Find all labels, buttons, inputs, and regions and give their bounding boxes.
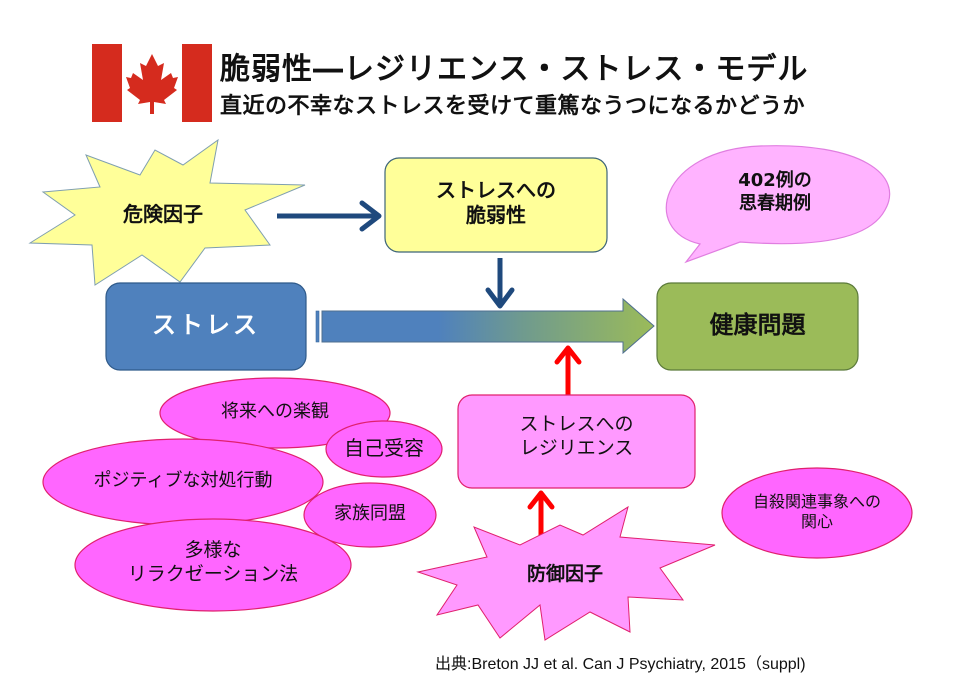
relaxation-line-1: 多様な [184, 539, 242, 561]
suicide-interest-label: 自殺関連事象への 関心 [722, 492, 912, 532]
sample-line-2: 思春期例 [739, 192, 811, 214]
canada-flag-icon [92, 44, 212, 122]
vulnerability-box [384, 157, 608, 253]
citation: 出典:Breton JJ et al. Can J Psychiatry, 20… [435, 656, 806, 673]
vulnerability-line-2: 脆弱性 [466, 203, 526, 227]
protective-item-optimism: 将来への楽観 [221, 401, 329, 422]
suicide-interest-ellipse [721, 467, 913, 559]
self-acceptance-ellipse [325, 420, 443, 478]
health-problem-label: 健康問題 [709, 311, 806, 339]
protective-factor-burst [416, 505, 716, 641]
risk-to-vulnerability-arrow [277, 200, 382, 232]
protective-factor-label: 防御因子 [526, 563, 603, 585]
protective-item-coping: ポジティブな対処行動 [93, 470, 273, 491]
stress-box [105, 282, 307, 371]
suicide-interest-line-1: 自殺関連事象への [752, 492, 881, 511]
main-flow-arrow [315, 297, 655, 355]
family-alliance-ellipse [303, 482, 437, 548]
page-title: 脆弱性―レジリエンス・ストレス・モデル [220, 52, 809, 87]
relaxation-ellipse [74, 518, 352, 612]
stress-label: ストレス [152, 311, 260, 339]
protective-up-arrow [527, 490, 555, 540]
protective-item-relaxation: 多様な リラクゼーション法 [75, 539, 351, 587]
sample-label: 402例の 思春期例 [700, 170, 850, 215]
sample-speech-bubble [665, 145, 891, 264]
relaxation-line-2: リラクゼーション法 [127, 562, 299, 585]
resilience-line-2: レジリエンス [519, 436, 634, 459]
resilience-label: ストレスへの レジリエンス [458, 413, 695, 461]
vulnerability-line-1: ストレスへの [436, 178, 556, 202]
sample-line-1: 402例の [738, 170, 812, 191]
vulnerability-label: ストレスへの 脆弱性 [385, 178, 607, 228]
resilience-up-arrow [554, 345, 582, 396]
risk-factor-label: 危険因子 [123, 202, 203, 226]
health-problem-box [656, 282, 859, 371]
maple-leaf-icon [126, 54, 178, 114]
protective-item-self-acceptance: 自己受容 [344, 436, 424, 460]
protective-item-family: 家族同盟 [334, 503, 406, 524]
suicide-interest-line-2: 関心 [800, 512, 833, 531]
resilience-box [457, 394, 696, 489]
optimism-ellipse [159, 377, 391, 449]
risk-factor-burst [28, 138, 306, 286]
resilience-line-1: ストレスへの [519, 413, 634, 435]
vulnerability-down-arrow [485, 258, 515, 309]
page-subtitle: 直近の不幸なストレスを受けて重篤なうつになるかどうか [220, 94, 806, 119]
